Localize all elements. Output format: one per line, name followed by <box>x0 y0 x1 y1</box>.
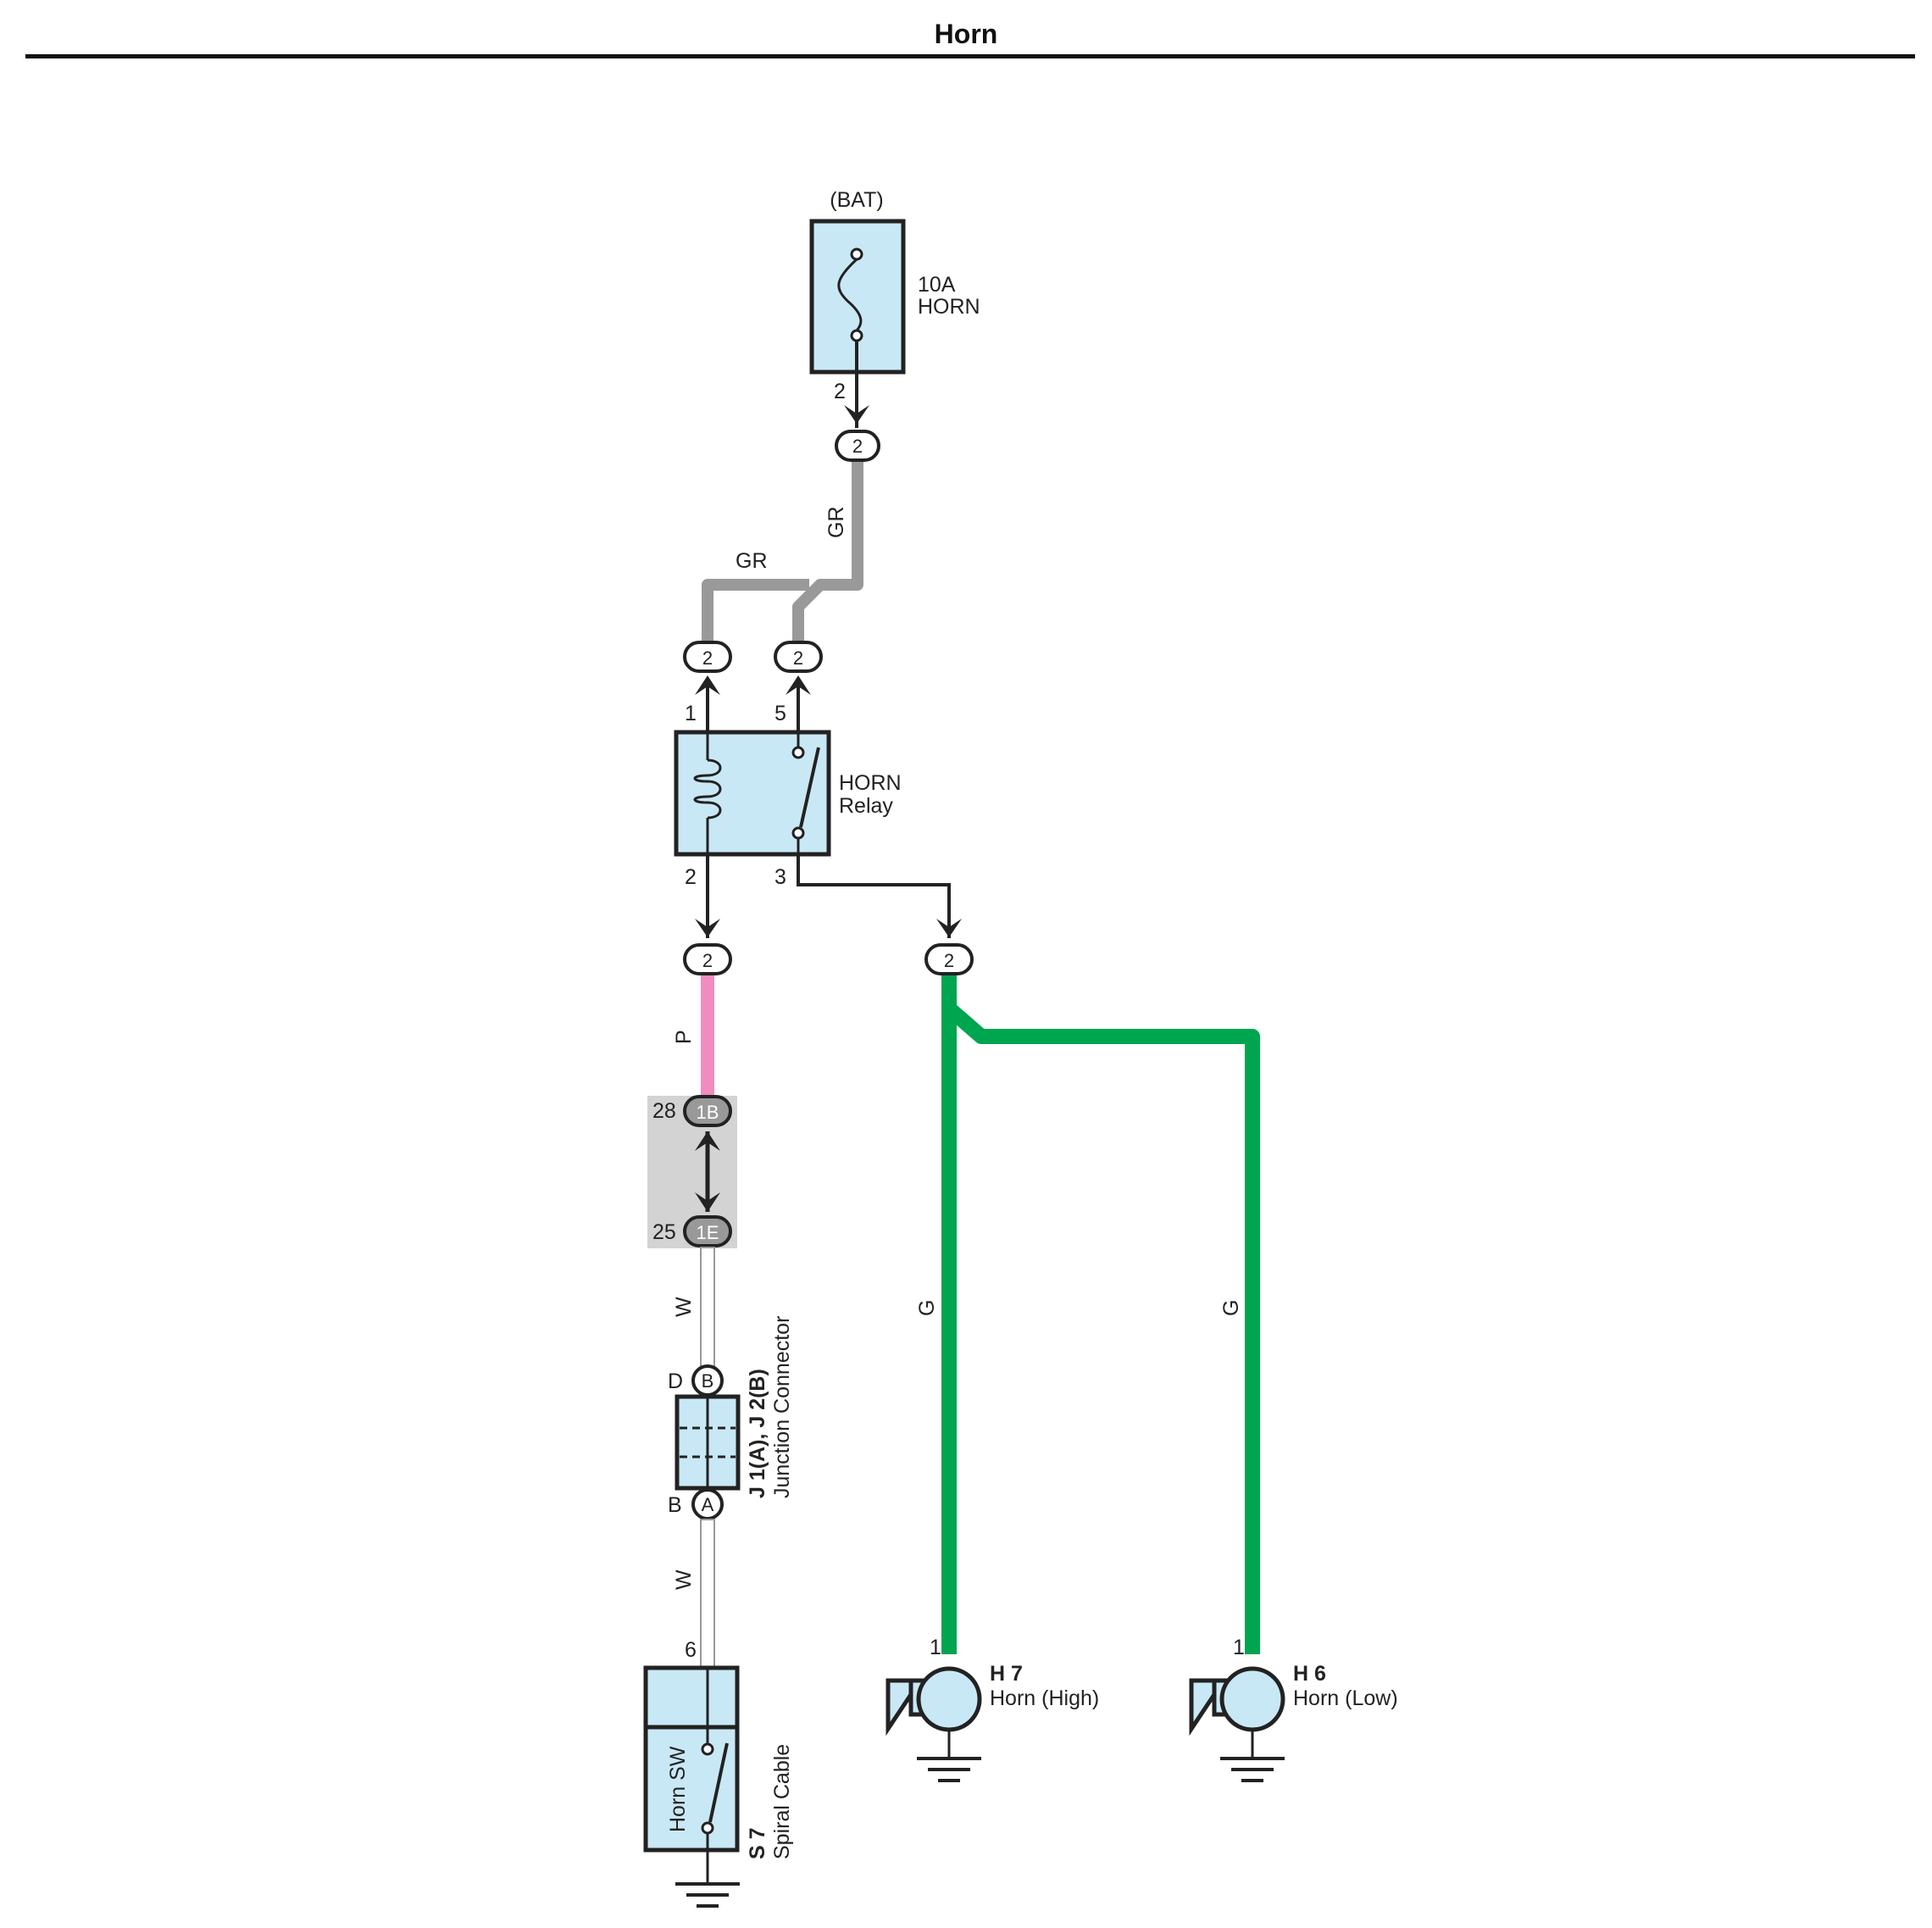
arrow-down-3 <box>936 919 962 937</box>
wire-white-upper <box>700 1247 715 1380</box>
jc-pin-b: B <box>668 1493 682 1517</box>
horn-low-pin: 1 <box>1233 1636 1245 1659</box>
svg-text:2: 2 <box>702 647 713 669</box>
fuse-rating: 10A <box>918 273 956 297</box>
wire-gr-vertical <box>792 462 863 644</box>
jc-code: J 1(A), J 2(B) <box>746 1369 769 1498</box>
jb-pin-25: 25 <box>652 1220 676 1244</box>
plug-relay-out-2: 2 <box>683 943 732 975</box>
svg-text:A: A <box>702 1494 714 1515</box>
arrow-down <box>844 405 869 424</box>
plug-fuse-out: 2 <box>835 430 880 462</box>
arrow-up-jb <box>695 1131 720 1151</box>
page-title: Horn <box>934 19 998 49</box>
horn-high-code: H 7 <box>990 1662 1023 1686</box>
relay-name: HORN <box>839 771 902 795</box>
fuse-name: HORN <box>918 295 980 319</box>
svg-text:2: 2 <box>702 950 713 971</box>
ground-symbol-horn-low <box>1220 1730 1285 1782</box>
jc-conn-a: A <box>691 1488 724 1520</box>
title-rule <box>25 54 1915 58</box>
jc-pin-d: D <box>668 1370 683 1393</box>
ground-symbol-spiral <box>675 1850 740 1908</box>
spiral-cable <box>643 1665 740 1853</box>
horn-low <box>1189 1666 1285 1736</box>
plug-relay-in-1: 2 <box>683 641 732 673</box>
horn-switch-label: Horn SW <box>666 1746 690 1832</box>
relay-pin-2: 2 <box>685 865 697 889</box>
svg-text:B: B <box>702 1370 714 1392</box>
spiral-pin-6: 6 <box>685 1638 697 1662</box>
horn-high-name: Horn (High) <box>990 1686 1099 1710</box>
wire-label-green-right: G <box>1219 1300 1243 1316</box>
fuse-pin-2: 2 <box>834 380 846 403</box>
relay-pin-1: 1 <box>685 702 697 725</box>
svg-text:2: 2 <box>852 436 863 457</box>
wire-white-lower <box>700 1519 715 1669</box>
wire-green-right <box>944 1003 1260 1654</box>
relay-pin-3: 3 <box>774 865 786 889</box>
ground-symbol-horn-high <box>917 1730 981 1782</box>
svg-text:1E: 1E <box>697 1222 719 1243</box>
wire-label-white-upper: W <box>672 1297 696 1317</box>
horn-relay <box>674 730 831 857</box>
relay-sub: Relay <box>839 794 893 818</box>
wire-label-gr-horizontal: GR <box>736 549 768 573</box>
horn-low-code: H 6 <box>1293 1662 1326 1686</box>
svg-text:2: 2 <box>793 647 803 669</box>
spiral-name: Spiral Cable <box>770 1744 794 1859</box>
plug-relay-in-5: 2 <box>774 641 823 673</box>
wire-label-green-left: G <box>915 1300 939 1316</box>
wire-label-gr-vertical: GR <box>824 507 848 539</box>
jb-pin-28: 28 <box>652 1099 676 1123</box>
relay-pin-5: 5 <box>774 702 786 725</box>
battery-label: (BAT) <box>830 188 883 212</box>
wire-gr-horizontal <box>702 579 809 644</box>
plug-relay-out-3: 2 <box>924 943 974 975</box>
plug-jb-1b: 1B <box>683 1095 732 1127</box>
plug-jb-1e: 1E <box>683 1215 732 1247</box>
jc-name: Junction Connector <box>770 1316 794 1498</box>
arrow-down-jb <box>695 1192 720 1212</box>
arrow-down-2 <box>695 919 720 937</box>
wire-label-pink: P <box>672 1030 696 1044</box>
wire-label-white-lower: W <box>672 1570 696 1590</box>
jc-conn-b: B <box>691 1364 724 1397</box>
horn-high <box>886 1666 982 1736</box>
horn-low-name: Horn (Low) <box>1293 1686 1398 1710</box>
junction-connector <box>675 1394 741 1491</box>
horn-high-pin: 1 <box>930 1636 941 1659</box>
svg-text:1B: 1B <box>697 1102 719 1123</box>
svg-text:2: 2 <box>944 950 954 971</box>
spiral-code: S 7 <box>746 1827 769 1859</box>
